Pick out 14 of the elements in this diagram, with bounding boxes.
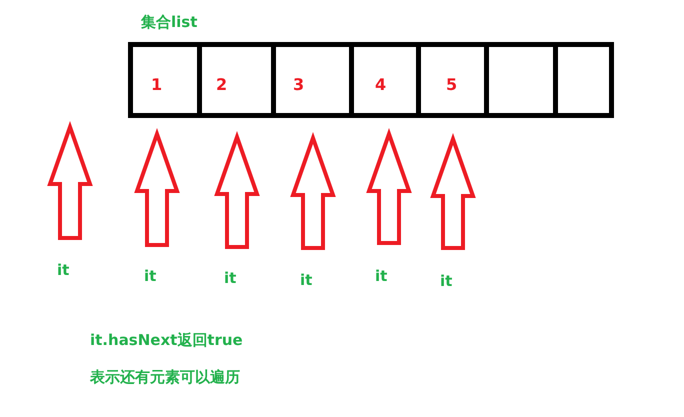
- note-text: it.hasNext返回true: [90, 333, 243, 348]
- iterator-label: it: [440, 274, 452, 289]
- element-value: 2: [216, 77, 228, 93]
- iterator-label: it: [144, 269, 156, 284]
- note-text: 表示还有元素可以遍历: [90, 370, 240, 385]
- iterator-label: it: [375, 269, 388, 284]
- iterator-label: it: [300, 273, 312, 288]
- element-value: 1: [151, 77, 162, 93]
- iterator-label: it: [224, 271, 236, 286]
- element-value: 3: [293, 77, 304, 93]
- list-heading: 集合list: [141, 15, 198, 30]
- element-value: 4: [375, 77, 386, 93]
- iterator-label: it: [57, 263, 70, 278]
- element-value: 5: [446, 77, 458, 93]
